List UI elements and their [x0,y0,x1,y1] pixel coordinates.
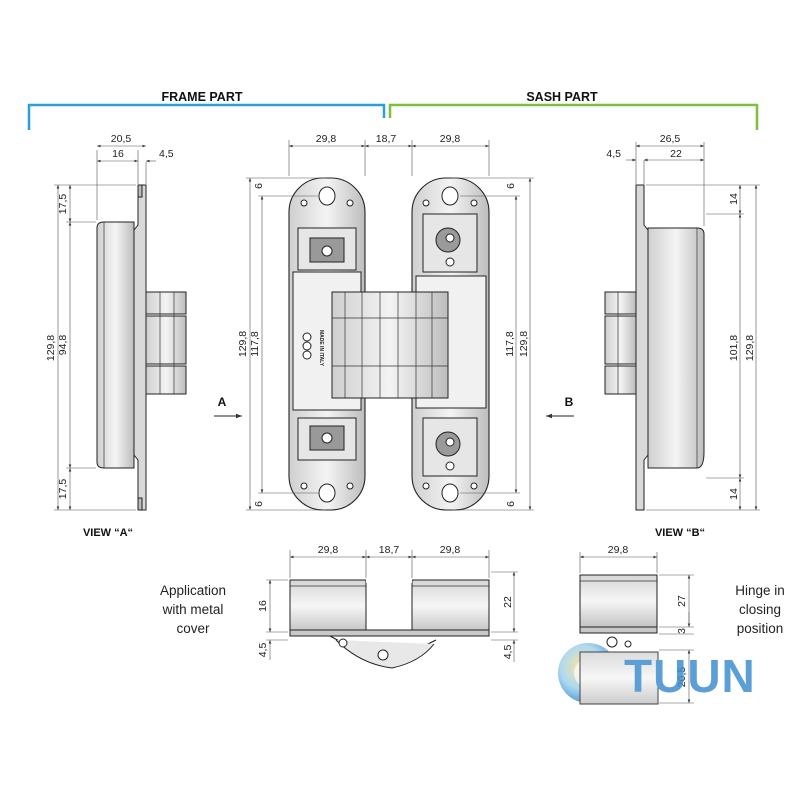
front-dim-129-8-left: 129,8 [237,331,249,357]
close-dim-20-5: 20,5 [676,667,688,688]
application-label-line-1: Application [160,583,226,598]
close-dim-3: 3 [676,628,688,634]
closing-label-line-3: position [737,621,784,636]
front-dim-6-tr: 6 [505,183,517,189]
va-dim-20-5: 20,5 [111,133,132,145]
view-a-label: VIEW “A“ [83,527,133,539]
bot-dim-16: 16 [257,600,269,612]
frame-part-bracket: FRAME PART [27,90,386,130]
front-dim-6-bl: 6 [253,501,265,507]
front-dim-29-8-left: 29,8 [316,133,337,145]
vb-dim-4-5: 4,5 [606,148,621,160]
va-dim-94-8: 94,8 [57,335,69,356]
va-dim-129-8: 129,8 [45,335,57,361]
va-dim-17-5-top: 17,5 [57,194,69,215]
logo-text: TUUN [624,650,756,702]
application-label-line-3: cover [176,621,210,636]
front-dim-129-8-right: 129,8 [518,331,530,357]
front-dim-117-8-right: 117,8 [504,331,516,357]
arrow-b-label: B [565,395,574,409]
front-knuckle [331,291,449,399]
view-b-drawing: 26,5 4,5 22 14 101,8 14 129,8 VIEW “B“ [604,133,760,539]
bot-dim-29-8-right: 29,8 [440,544,461,556]
bottom-top-view-drawing: 29,8 18,7 29,8 16 4,5 22 4,5 Application… [160,544,518,669]
frame-bracket-line [27,103,386,130]
front-dim-18-7: 18,7 [376,133,397,145]
front-dim-6-br: 6 [505,501,517,507]
close-dim-27: 27 [676,595,688,607]
bot-dim-4-5-left: 4,5 [257,643,269,658]
front-dim-29-8-right: 29,8 [440,133,461,145]
front-dim-6-tl: 6 [253,183,265,189]
sash-part-label: SASH PART [526,90,598,104]
view-a-drawing: 20,5 16 4,5 17,5 129,8 94,8 17,5 VIEW “A… [45,133,187,539]
tuun-logo-watermark: TUUN [558,643,756,705]
closing-position-drawing: 29,8 27 3 20,5 Hinge in closing position [579,544,785,704]
front-view-drawing: MADE IN ITALY [214,133,574,511]
closing-label-line-1: Hinge in [735,583,785,598]
sash-bracket-line [388,103,759,130]
vb-dim-101-8: 101,8 [728,335,740,361]
vb-dim-22: 22 [670,148,682,160]
bot-dim-4-5-right: 4,5 [502,645,514,660]
sash-part-bracket: SASH PART [388,90,759,130]
bot-dim-29-8-left: 29,8 [318,544,339,556]
vb-dim-14-bottom: 14 [728,488,740,500]
va-dim-16: 16 [112,148,124,160]
frame-part-label: FRAME PART [161,90,242,104]
closing-label-line-2: closing [739,602,781,617]
front-dim-117-8-left: 117,8 [249,331,261,357]
vb-dim-129-8: 129,8 [744,335,756,361]
va-dim-17-5-bottom: 17,5 [57,479,69,500]
vb-dim-26-5: 26,5 [660,133,681,145]
arrow-a-label: A [218,395,227,409]
bot-dim-22: 22 [502,596,514,608]
vb-dim-14-top: 14 [728,193,740,205]
bot-dim-18-7: 18,7 [379,544,400,556]
close-dim-29-8: 29,8 [608,544,629,556]
made-in-italy-text: MADE IN ITALY [318,330,324,367]
view-b-label: VIEW “B“ [655,527,705,539]
application-label-line-2: with metal [162,602,224,617]
va-dim-4-5: 4,5 [159,148,174,160]
